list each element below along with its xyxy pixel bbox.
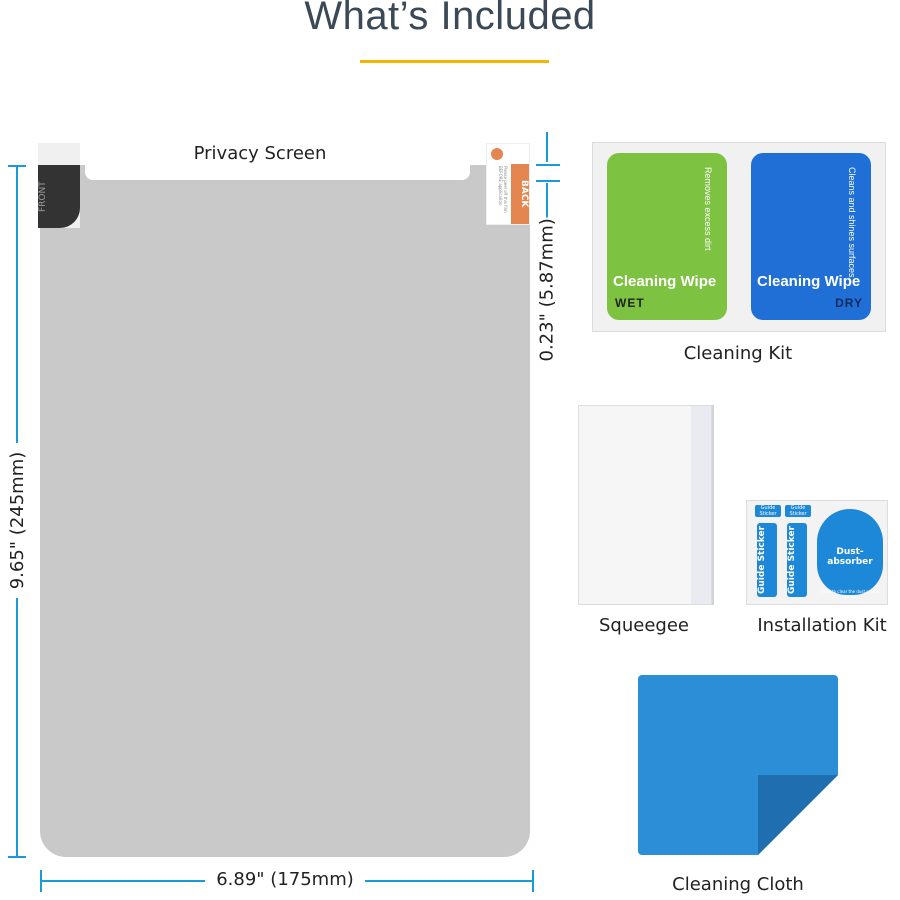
squeegee-edge (691, 406, 711, 604)
tab-dim-cap-bottom (536, 180, 560, 182)
step-one-icon (491, 148, 503, 160)
tab-dim-cap-top (536, 164, 560, 166)
tab-dimension-label: 0.23" (5.87mm) (536, 217, 558, 368)
guide-sticker-tab-2: Guide Sticker (785, 505, 811, 517)
wet-wipe-type: WET (615, 296, 645, 310)
cleaning-kit-image: Removes excess dirt Cleaning Wipe WET Cl… (592, 142, 886, 332)
dry-wipe-title: Cleaning Wipe (757, 273, 861, 290)
privacy-screen-label: Privacy Screen (193, 143, 327, 164)
squeegee-label: Squeegee (599, 615, 689, 636)
dry-wipe-type: DRY (835, 296, 863, 310)
wet-wipe-desc: Removes excess dirt (703, 167, 713, 251)
width-dim-cap-right (532, 870, 534, 892)
width-dimension-label: 6.89" (175mm) (205, 869, 365, 890)
guide-sticker-1: Guide Sticker (757, 523, 777, 597)
back-tab-note: Please peel off this film BEFORE applica… (498, 166, 508, 213)
height-dim-cap-top (8, 165, 26, 167)
guide-sticker-2: Guide Sticker (787, 523, 807, 597)
installation-kit-label: Installation Kit (757, 615, 887, 636)
back-tab-label: BACK (511, 164, 529, 224)
dust-absorber: Dust-absorber Used to clear the dust on … (817, 509, 883, 599)
back-tab: Please peel off this film BEFORE applica… (486, 143, 530, 225)
cleaning-kit-label: Cleaning Kit (683, 343, 793, 364)
privacy-screen-image (40, 165, 530, 857)
title-underline (360, 60, 549, 63)
tab-dim-line-top (546, 132, 548, 162)
front-tab-label: FRONT (38, 165, 80, 228)
screen-notch (85, 158, 470, 180)
cleaning-cloth-label: Cleaning Cloth (672, 874, 804, 895)
dust-absorber-note: Used to clear the dust on the screen. (820, 589, 880, 599)
page-title: What’s Included (304, 0, 596, 38)
height-dimension-label: 9.65" (245mm) (7, 443, 28, 598)
squeegee-image (578, 405, 712, 605)
guide-sticker-tab-1: Guide Sticker (755, 505, 781, 517)
height-dim-cap-bottom (8, 856, 26, 858)
installation-kit-image: Guide Sticker Guide Sticker Guide Sticke… (746, 500, 888, 605)
wet-wipe-title: Cleaning Wipe (613, 273, 717, 290)
wet-wipe: Removes excess dirt Cleaning Wipe WET (607, 153, 727, 320)
cloth-flap (758, 775, 838, 855)
width-dim-cap-left (40, 870, 42, 892)
front-tab: FRONT (38, 143, 80, 228)
tab-dim-line-bottom (546, 183, 548, 218)
dry-wipe: Cleans and shines surfaces Cleaning Wipe… (751, 153, 871, 320)
cleaning-cloth-image (638, 675, 838, 855)
dust-absorber-label: Dust-absorber (827, 547, 873, 567)
dry-wipe-desc: Cleans and shines surfaces (847, 167, 857, 278)
